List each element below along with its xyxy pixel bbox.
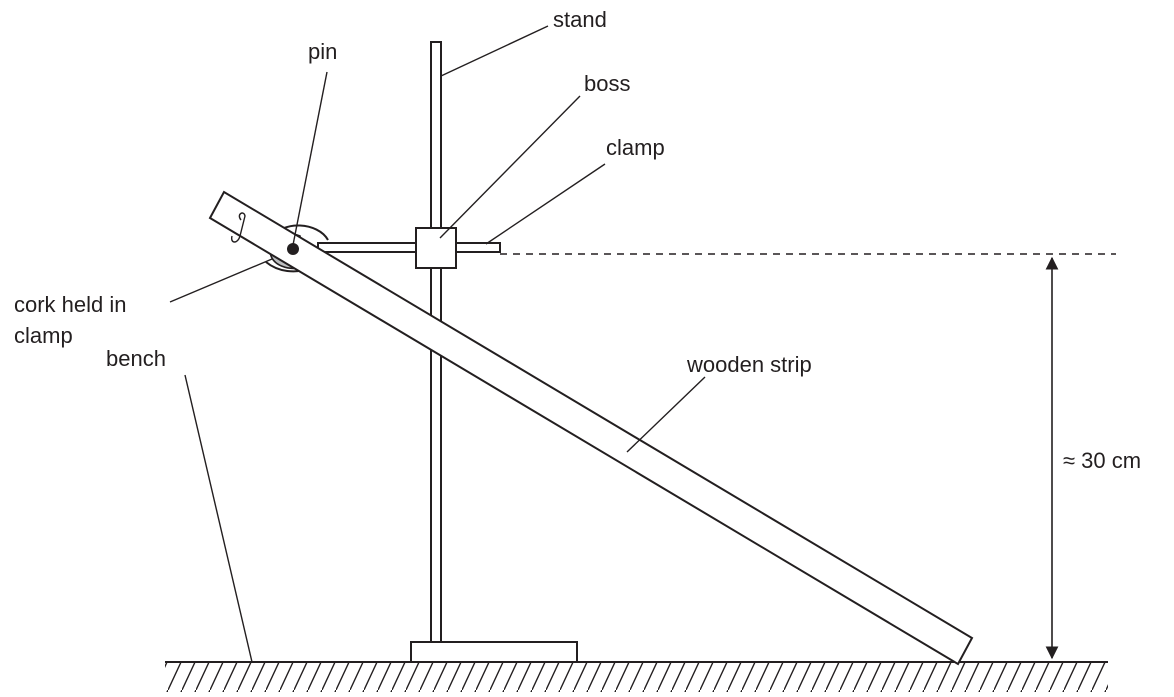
clamp-leader: [485, 163, 606, 245]
label-cork-line1: cork held in: [14, 292, 127, 317]
label-pin: pin: [308, 39, 337, 64]
boss-leader: [439, 95, 581, 239]
wooden-strip-leader: [626, 376, 706, 453]
boss: [415, 227, 457, 269]
label-clamp: clamp: [606, 135, 665, 160]
stand-base: [410, 641, 578, 663]
pin: [287, 243, 299, 255]
label-cork-line2: clamp: [14, 323, 73, 348]
label-bench: bench: [106, 346, 166, 371]
leader-lines: [169, 25, 706, 663]
bench: [165, 661, 1108, 692]
wooden-strip: [208, 190, 974, 666]
bench-hatching: [165, 662, 1108, 692]
hook: [230, 212, 246, 243]
label-stand: stand: [553, 7, 607, 32]
label-boss: boss: [584, 71, 630, 96]
label-height: ≈ 30 cm: [1063, 448, 1141, 473]
clamp-arm: [317, 242, 501, 253]
cork-leader: [169, 258, 273, 303]
bench-leader: [184, 374, 253, 663]
label-wooden-strip: wooden strip: [686, 352, 812, 377]
stand-leader: [440, 25, 549, 77]
pin-leader: [292, 71, 328, 246]
